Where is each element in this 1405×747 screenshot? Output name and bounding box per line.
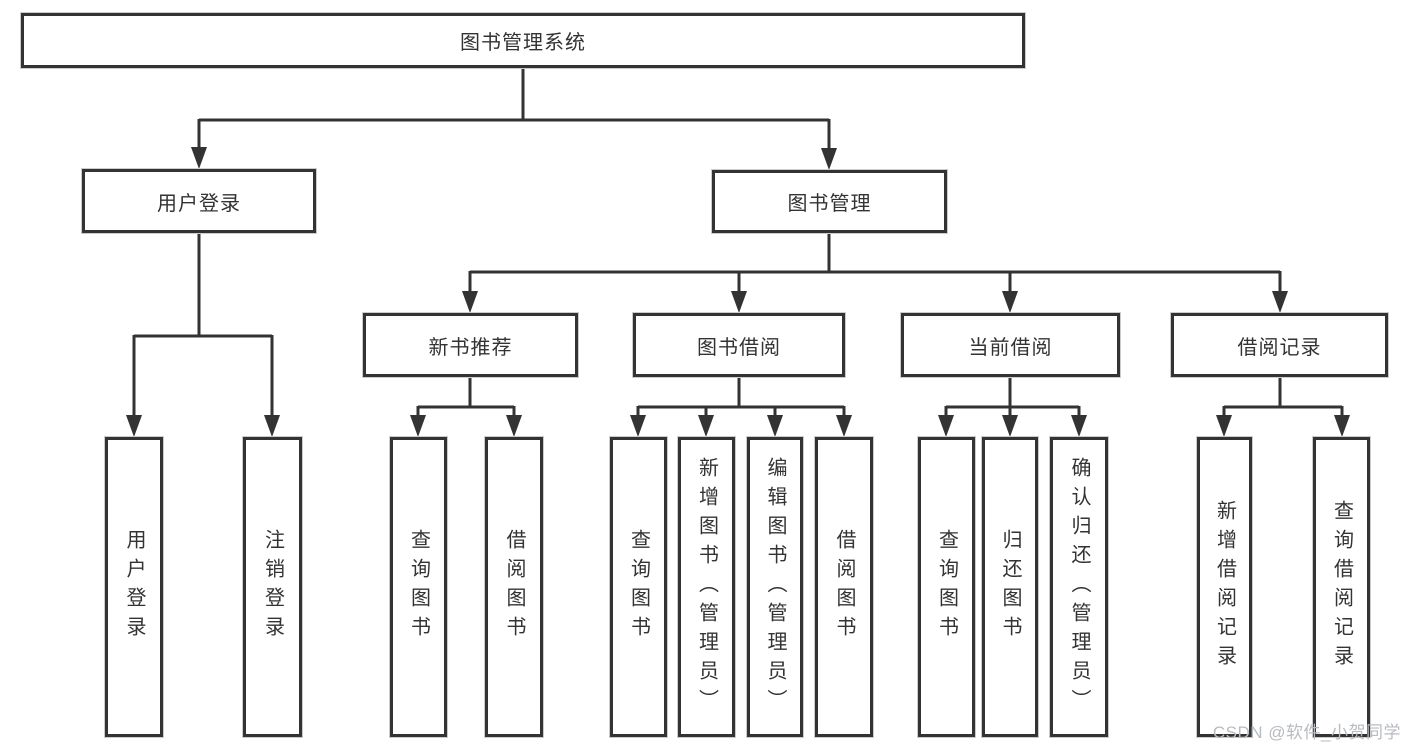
node-book-mgmt: 图书管理 <box>712 170 947 233</box>
leaf-br-add-record-label: 新增借阅记录 <box>1213 500 1236 674</box>
node-new-book-rec-label: 新书推荐 <box>428 336 513 359</box>
csdn-watermark: CSDN @软件_小贺同学 <box>1212 723 1401 742</box>
node-user-login-label: 用户登录 <box>157 192 241 215</box>
leaf-bb-add-book: 新增图书（管理员） <box>678 437 735 737</box>
leaf-br-add-record: 新增借阅记录 <box>1197 437 1252 737</box>
arrowheads <box>126 147 1350 437</box>
leaf-rec-query-book-label: 查询图书 <box>407 529 430 645</box>
node-borrow-record-label: 借阅记录 <box>1237 336 1322 359</box>
leaf-bb-query-book: 查询图书 <box>610 437 667 737</box>
leaf-cb-confirm-return-label: 确认归还（管理员） <box>1068 456 1090 718</box>
node-current-borrow: 当前借阅 <box>901 313 1120 377</box>
leaf-cb-confirm-return: 确认归还（管理员） <box>1050 437 1108 737</box>
leaf-user-login-label: 用户登录 <box>123 529 145 645</box>
leaf-bb-borrow-book: 借阅图书 <box>815 437 873 737</box>
leaf-cb-query-book: 查询图书 <box>918 437 975 737</box>
node-book-borrow: 图书借阅 <box>633 313 845 377</box>
leaf-bb-edit-book-label: 编辑图书（管理员） <box>764 456 786 718</box>
leaf-cb-return-book: 归还图书 <box>982 437 1038 737</box>
leaf-rec-query-book: 查询图书 <box>390 437 447 737</box>
leaf-bb-query-book-label: 查询图书 <box>627 529 650 645</box>
leaf-rec-borrow-book: 借阅图书 <box>485 437 543 737</box>
leaf-br-query-record-label: 查询借阅记录 <box>1330 500 1353 674</box>
leaf-bb-edit-book: 编辑图书（管理员） <box>747 437 803 737</box>
leaf-br-query-record: 查询借阅记录 <box>1313 437 1370 737</box>
leaf-cb-return-book-label: 归还图书 <box>999 529 1021 645</box>
leaf-user-login: 用户登录 <box>105 437 163 737</box>
node-user-login: 用户登录 <box>82 169 316 233</box>
node-borrow-record: 借阅记录 <box>1171 313 1388 377</box>
leaf-rec-borrow-book-label: 借阅图书 <box>503 529 525 645</box>
node-new-book-rec: 新书推荐 <box>363 313 578 377</box>
node-current-borrow-label: 当前借阅 <box>968 336 1053 359</box>
leaf-bb-add-book-label: 新增图书（管理员） <box>695 456 718 718</box>
leaf-logout-label: 注销登录 <box>261 529 284 645</box>
node-root: 图书管理系统 <box>21 13 1025 68</box>
node-book-mgmt-label: 图书管理 <box>787 193 872 215</box>
node-book-borrow-label: 图书借阅 <box>697 336 781 359</box>
leaf-cb-query-book-label: 查询图书 <box>935 529 958 645</box>
node-root-label: 图书管理系统 <box>460 32 586 54</box>
leaf-bb-borrow-book-label: 借阅图书 <box>833 529 855 645</box>
leaf-logout: 注销登录 <box>243 437 302 737</box>
